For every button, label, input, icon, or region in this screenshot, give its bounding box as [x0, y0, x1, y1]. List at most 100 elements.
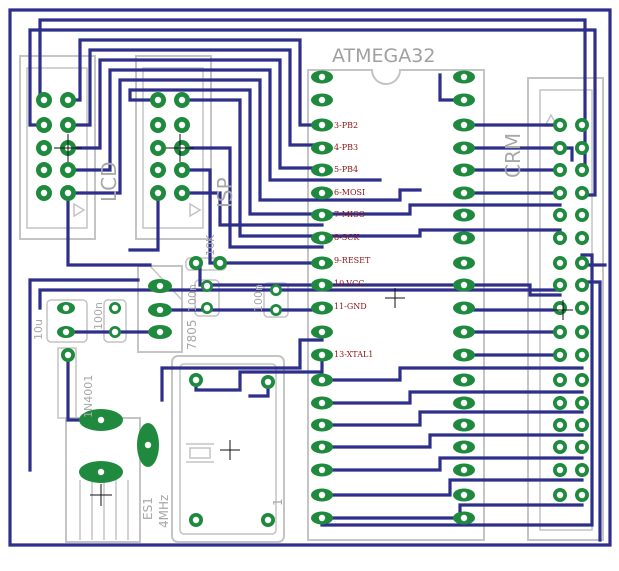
lcd-pad [60, 117, 76, 133]
cap-pad [57, 302, 75, 314]
cap-10u-outline [46, 299, 88, 343]
chip-pad-left [311, 440, 333, 454]
crm-pad [553, 325, 567, 339]
chip-pad-right [453, 511, 475, 525]
chip-pad-left [311, 325, 333, 339]
resistor-pad [213, 256, 227, 270]
isp-pad [150, 162, 166, 178]
crm-pad [553, 301, 567, 315]
chip-pad-left [311, 418, 333, 432]
cap-100n-a-outline [103, 299, 127, 343]
chip-pad-left [311, 463, 333, 477]
chip-pad-left [311, 93, 333, 107]
chip-pad-right [453, 70, 475, 84]
chip-outline [307, 69, 485, 541]
chip-pad-right [453, 208, 475, 222]
regulator-label: 7805 [185, 319, 199, 350]
isp-pad [174, 92, 190, 108]
pads-layer [36, 70, 589, 527]
cap-pad [109, 326, 121, 338]
lcd-pad [60, 185, 76, 201]
lcd-pad [36, 185, 52, 201]
trace-lcd-7 [66, 78, 422, 202]
trace-isp-4 [180, 191, 324, 227]
isp-pin1-marker [189, 202, 202, 218]
crm-pad [575, 231, 589, 245]
chip-pad-left [311, 511, 333, 525]
trace-lcd-5 [66, 68, 382, 182]
crm-pad [575, 208, 589, 222]
trace-isp-1 [128, 88, 562, 216]
crm-pad [575, 325, 589, 339]
crm-pad [553, 463, 567, 477]
chip-pad-left [311, 70, 333, 84]
lcd-pad [36, 140, 52, 156]
chip-pad-right [453, 93, 475, 107]
crm-pad [553, 208, 567, 222]
chip-pad-left [311, 231, 333, 245]
chip-pad-right [453, 463, 475, 477]
chip-pad-right [453, 256, 475, 270]
chip-pad-right [453, 118, 475, 132]
isp-pad [150, 117, 166, 133]
isp-pad [150, 185, 166, 201]
trace-lcd-2 [66, 38, 324, 127]
cap-pad [201, 302, 213, 314]
isp-pad [150, 92, 166, 108]
crm-pad [575, 488, 589, 502]
xtal-pad [261, 375, 275, 389]
crm-pad [553, 256, 567, 270]
trace-chip-r4 [320, 433, 584, 449]
diode-pad [61, 348, 75, 362]
chip-pad-left [311, 301, 333, 315]
crm-pad [553, 278, 567, 292]
resistor-label: 10K [204, 234, 217, 256]
chip-pad-right [453, 231, 475, 245]
crm-pad [575, 418, 589, 432]
cap-100n-b-label: 100n [186, 284, 199, 312]
crm-pad [553, 396, 567, 410]
chip-pad-left [311, 256, 333, 270]
trace-chip-r3 [320, 410, 584, 427]
cap-100n-c-outline [263, 282, 289, 318]
jack-pad [79, 409, 123, 431]
crm-pad [575, 373, 589, 387]
chip-pad-left [311, 186, 333, 200]
reg-pad [148, 279, 172, 293]
origin-cross-marks [54, 134, 573, 506]
crystal-label: 4MHz [157, 495, 171, 528]
crm-pad [575, 463, 589, 477]
isp-pad [150, 140, 166, 156]
cap-100n-c-label: 100n [252, 284, 265, 312]
isp-pad [174, 117, 190, 133]
chip-pad-left [311, 118, 333, 132]
crm-pad [575, 256, 589, 270]
jack-pad [79, 461, 123, 483]
trace-chip-r1 [320, 366, 584, 382]
crm-label: CRM [501, 133, 525, 178]
trace-chip-r7 [320, 503, 584, 520]
trace-chip-r6 [320, 478, 584, 497]
cap-100n-a-label: 100n [92, 302, 105, 330]
trace-chip-r8 [320, 253, 594, 527]
trace-lcd-gnd [66, 191, 152, 267]
lcd-pad [36, 162, 52, 178]
crm-pad [553, 440, 567, 454]
pin-one-label: 1 [271, 498, 285, 506]
trace-jack-gnd [28, 278, 140, 472]
trace-xtal-2 [194, 353, 324, 392]
cap-pad [201, 280, 213, 292]
chip-pad-right [453, 373, 475, 387]
pin-label-mosi: 6-MOSI [334, 188, 365, 197]
chip-pad-left [311, 488, 333, 502]
lcd-pad [60, 162, 76, 178]
chip-pad-right [453, 325, 475, 339]
cap-pad [270, 284, 282, 296]
chip-pad-right [453, 440, 475, 454]
chip-pad-left [311, 208, 333, 222]
trace-isp-5 [180, 168, 324, 265]
label-layer: ATMEGA32 3-PB2 4-PB3 5-PB4 6-MOSI 7-MISO… [32, 45, 573, 528]
chip-pad-left [311, 278, 333, 292]
chip-pad-right [453, 278, 475, 292]
